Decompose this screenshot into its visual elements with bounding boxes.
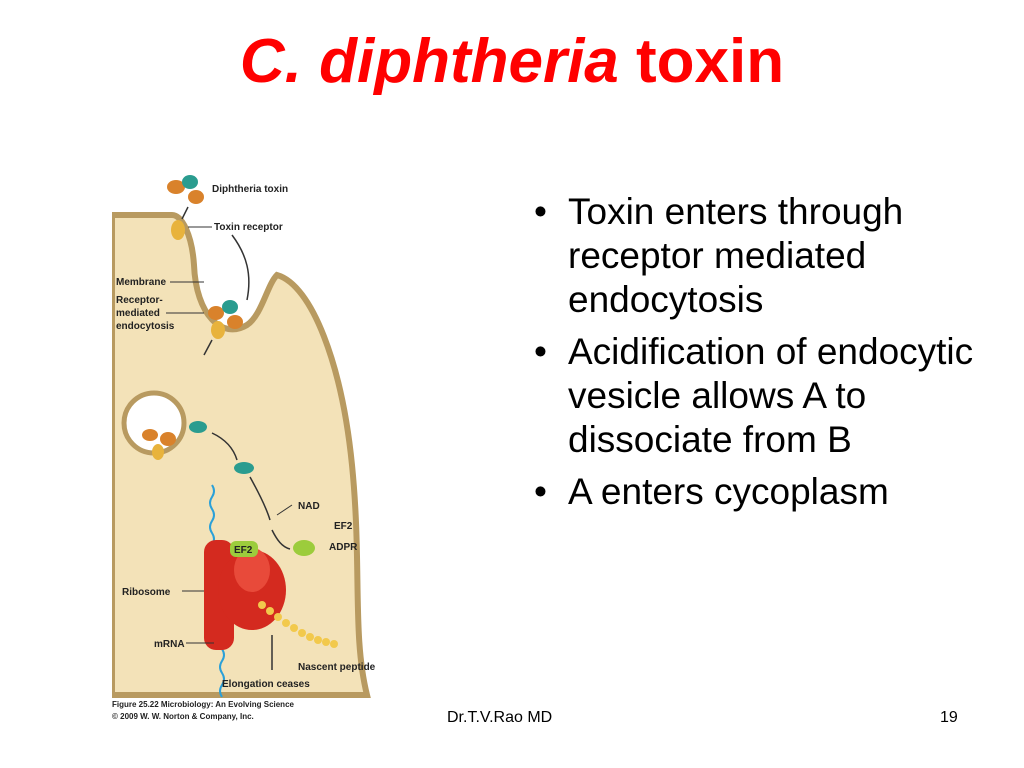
cell-cytoplasm xyxy=(112,212,371,698)
nascent-peptide xyxy=(258,601,338,648)
title-toxin: toxin xyxy=(636,27,785,96)
label-ef2: EF2 xyxy=(334,521,353,532)
page-number: 19 xyxy=(940,709,958,726)
label-nad: NAD xyxy=(298,501,320,512)
label-adpr: ADPR xyxy=(329,542,358,553)
bullet-text: Toxin enters through receptor mediated e… xyxy=(568,191,904,320)
label-rme-3: endocytosis xyxy=(116,321,175,332)
endocytic-vesicle xyxy=(121,390,187,456)
label-rme-1: Receptor- xyxy=(116,295,163,306)
bullet-item: • A enters cycoplasm xyxy=(532,470,992,514)
label-elongation-ceases: Elongation ceases xyxy=(222,679,310,690)
bullet-text: A enters cycoplasm xyxy=(568,471,889,512)
ribosome-shape xyxy=(204,540,286,650)
bullet-list: • Toxin enters through receptor mediated … xyxy=(532,190,992,522)
bullet-dot-icon: • xyxy=(534,471,547,512)
label-rme-2: mediated xyxy=(116,308,160,319)
toxin-free xyxy=(167,175,204,204)
label-ribosome: Ribosome xyxy=(122,587,171,598)
figure-caption-1: Figure 25.22 Microbiology: An Evolving S… xyxy=(112,700,295,709)
bullet-dot-icon: • xyxy=(534,331,547,372)
bullet-item: • Toxin enters through receptor mediated … xyxy=(532,190,992,322)
slide-title: C. diphtheria toxin xyxy=(0,27,1024,96)
label-ribosome-ef2: EF2 xyxy=(234,545,253,556)
label-diphtheria-toxin: Diphtheria toxin xyxy=(212,184,288,195)
toxin-in-pit xyxy=(208,300,243,339)
label-nascent-peptide: Nascent peptide xyxy=(298,662,376,673)
figure-caption-2: © 2009 W. W. Norton & Company, Inc. xyxy=(112,712,254,721)
toxin-mechanism-figure: Diphtheria toxin Toxin receptor Membrane… xyxy=(112,165,492,725)
ef2-adpr-shape xyxy=(293,540,315,556)
title-organism: C. diphtheria xyxy=(239,27,619,96)
bullet-text: Acidification of endocytic vesicle allow… xyxy=(568,331,974,460)
label-membrane: Membrane xyxy=(116,277,166,288)
toxin-in-vesicle xyxy=(142,421,207,460)
label-mrna: mRNA xyxy=(154,639,185,650)
label-toxin-receptor: Toxin receptor xyxy=(214,222,283,233)
bullet-dot-icon: • xyxy=(534,191,547,232)
subunit-a-free xyxy=(234,462,254,474)
bullet-item: • Acidification of endocytic vesicle allo… xyxy=(532,330,992,462)
figure-svg: Diphtheria toxin Toxin receptor Membrane… xyxy=(112,175,376,721)
footer-author: Dr.T.V.Rao MD xyxy=(447,709,553,726)
toxin-receptor-shape xyxy=(171,220,185,240)
